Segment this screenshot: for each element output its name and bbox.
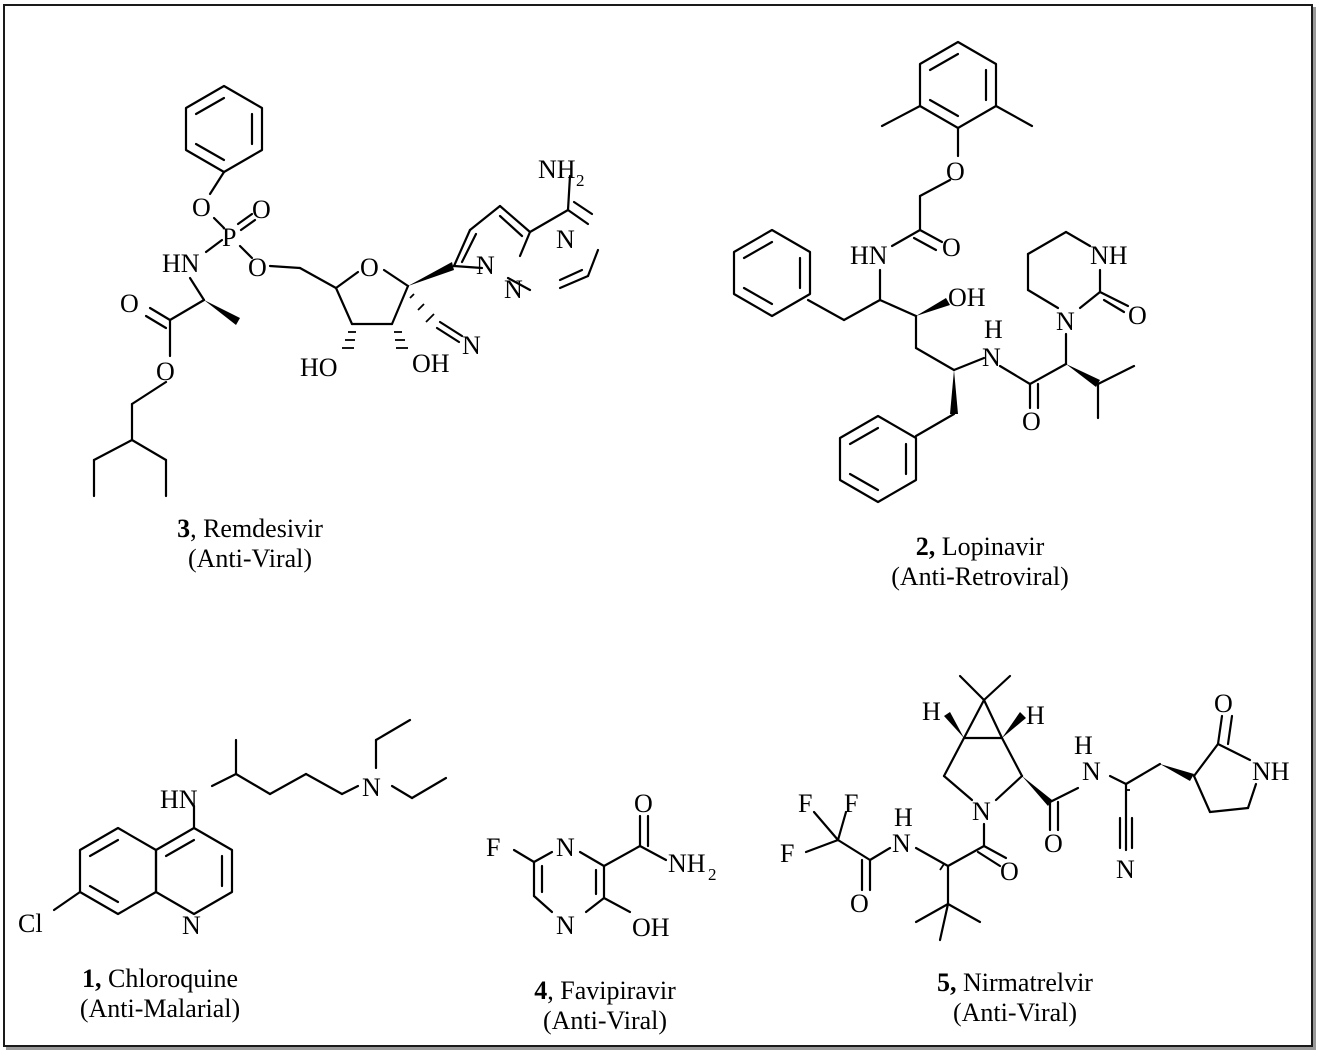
atom-favipiravir-o: O <box>634 789 653 818</box>
caption-favipiravir-name: 4, Favipiravir <box>500 976 710 1006</box>
compound-activity: (Anti-Viral) <box>952 998 1078 1027</box>
atom-lopinavir-oh: OH <box>948 283 986 312</box>
compound-name: Favipiravir <box>553 976 676 1005</box>
remdesivir-structure: NH 2 N N N O O P O HN O O O HO OH N <box>92 84 600 498</box>
lopinavir-structure: O HN O NH OH H N N O O <box>732 40 1147 504</box>
atom-lopinavir-o-urea: O <box>1128 301 1147 330</box>
atom-favipiravir-oh: OH <box>632 913 670 942</box>
atom-remdesivir-oh: OH <box>412 349 450 378</box>
compound-number: 3 <box>177 514 191 543</box>
atom-remdesivir-n-nitrile: N <box>462 331 481 360</box>
atom-nirmatrelvir-f1: F <box>798 789 812 818</box>
compound-name: Nirmatrelvir <box>956 968 1093 997</box>
compound-number: 1, <box>82 964 102 993</box>
atom-chloroquine-n-ring: N <box>182 911 201 940</box>
atom-nirmatrelvir-f3: F <box>780 839 794 868</box>
atom-nirmatrelvir-h4: H <box>894 803 913 832</box>
atom-favipiravir-nh2-sub: 2 <box>708 865 717 884</box>
nirmatrelvir-structure: H H O H N NH F F F H N N O O O N <box>780 674 1290 942</box>
atom-lopinavir-n-amide: N <box>982 343 1001 372</box>
atom-nirmatrelvir-n-amide2: N <box>892 829 911 858</box>
atom-nirmatrelvir-o1: O <box>1044 829 1063 858</box>
atom-chloroquine-cl: Cl <box>18 909 43 938</box>
atom-remdesivir-o-ring: O <box>360 253 379 282</box>
compound-number: 5, <box>937 968 957 997</box>
atom-chloroquine-n-amine: N <box>362 773 381 802</box>
atom-remdesivir-p: P <box>222 223 236 252</box>
atom-remdesivir-o-ester-dbl: O <box>120 289 139 318</box>
atom-lopinavir-nh: NH <box>1090 241 1128 270</box>
caption-remdesivir: 3, Remdesivir (Anti-Viral) <box>150 514 350 574</box>
atom-remdesivir-o-phos2: O <box>248 253 267 282</box>
caption-lopinavir-name: 2, Lopinavir <box>860 532 1100 562</box>
atom-nirmatrelvir-h2: H <box>1026 701 1045 730</box>
chloroquine-structure: HN N Cl N <box>18 718 448 940</box>
atom-nirmatrelvir-f2: F <box>844 789 858 818</box>
atom-nirmatrelvir-n-amide1: N <box>1082 757 1101 786</box>
atom-remdesivir-ho: HO <box>300 353 338 382</box>
atom-remdesivir-o-dbl: O <box>252 195 271 224</box>
compound-number: 2, <box>915 532 936 561</box>
compound-name: Remdesivir <box>196 514 323 543</box>
atom-favipiravir-nh2: NH <box>668 849 706 878</box>
caption-lopinavir: 2, Lopinavir (Anti-Retroviral) <box>860 532 1100 592</box>
atom-lopinavir-o-amide1: O <box>942 233 961 262</box>
favipiravir-structure: F N O NH 2 N OH <box>486 789 717 942</box>
atom-favipiravir-n1: N <box>556 833 575 862</box>
atom-chloroquine-hn: HN <box>160 785 198 814</box>
caption-remdesivir-name: 3, Remdesivir <box>150 514 350 544</box>
caption-favipiravir: 4, Favipiravir (Anti-Viral) <box>500 976 710 1036</box>
atom-nirmatrelvir-h3: H <box>1074 731 1093 760</box>
compound-name: Lopinavir <box>935 532 1045 561</box>
compound-sep: , <box>547 976 554 1005</box>
caption-chloroquine-name: 1, Chloroquine <box>50 964 270 994</box>
atom-nirmatrelvir-n-ring: N <box>972 797 991 826</box>
atom-lopinavir-o-ether: O <box>946 157 965 186</box>
atom-remdesivir-n3: N <box>504 275 523 304</box>
atom-favipiravir-f: F <box>486 833 500 862</box>
compound-activity: (Anti-Viral) <box>187 544 313 573</box>
atom-lopinavir-n-ring: N <box>1056 307 1075 336</box>
atom-nirmatrelvir-nh: NH <box>1252 757 1290 786</box>
atom-remdesivir-nh2: NH <box>538 155 576 184</box>
compound-number: 4 <box>534 976 548 1005</box>
atom-nirmatrelvir-h1: H <box>922 697 941 726</box>
atom-remdesivir-hn: HN <box>162 249 200 278</box>
atom-favipiravir-n2: N <box>556 911 575 940</box>
atom-nirmatrelvir-o2: O <box>1000 857 1019 886</box>
caption-nirmatrelvir: 5, Nirmatrelvir (Anti-Viral) <box>910 968 1120 1028</box>
atom-remdesivir-n2: N <box>476 251 495 280</box>
compound-activity: (Anti-Viral) <box>542 1006 668 1035</box>
atom-nirmatrelvir-o3: O <box>850 889 869 918</box>
caption-nirmatrelvir-name: 5, Nirmatrelvir <box>910 968 1120 998</box>
compound-sep: , <box>190 514 197 543</box>
atom-lopinavir-o-amide2: O <box>1022 407 1041 436</box>
atom-nirmatrelvir-o-lactam: O <box>1214 689 1233 718</box>
atom-lopinavir-hn: HN <box>850 241 888 270</box>
atom-remdesivir-nh2-sub: 2 <box>576 171 585 190</box>
atom-remdesivir-n1: N <box>556 225 575 254</box>
atom-nirmatrelvir-n-nitrile: N <box>1116 855 1135 884</box>
atom-lopinavir-h: H <box>984 315 1003 344</box>
atom-remdesivir-o-ester: O <box>156 357 175 386</box>
caption-chloroquine: 1, Chloroquine (Anti-Malarial) <box>50 964 270 1024</box>
compound-name: Chloroquine <box>101 964 238 993</box>
compound-activity: (Anti-Retroviral) <box>891 562 1069 591</box>
compound-activity: (Anti-Malarial) <box>79 994 241 1023</box>
atom-remdesivir-o-phos1: O <box>192 193 211 222</box>
